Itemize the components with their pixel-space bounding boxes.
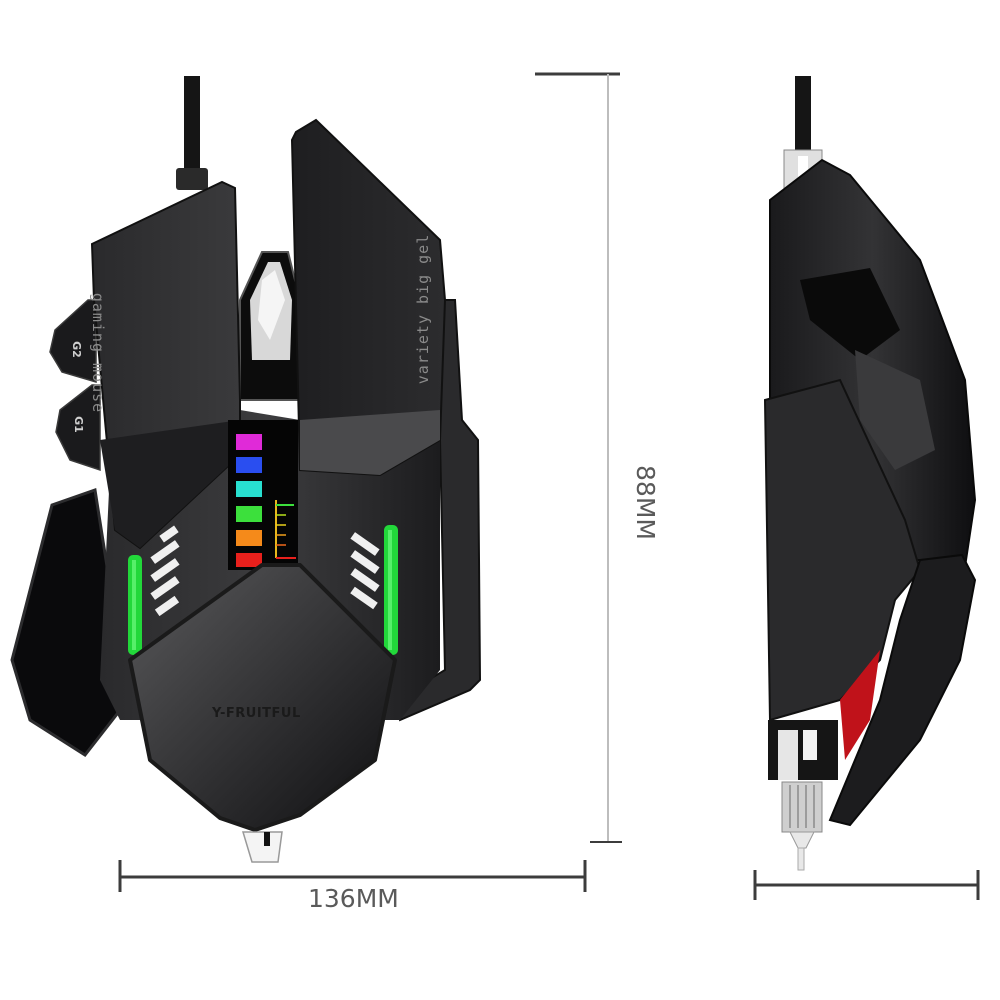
- height-dimension-label: 88MM: [630, 465, 660, 540]
- rgb-led-6: [236, 553, 262, 567]
- left-vent: [150, 525, 180, 617]
- rgb-led-4: [236, 506, 262, 522]
- width-dimension-label: 136MM: [308, 884, 399, 913]
- side-connector: [781, 781, 823, 833]
- usb-cable: [184, 76, 200, 176]
- g2-button-label: G2: [69, 341, 83, 358]
- g2-side-button: [49, 299, 97, 384]
- left-button-print: gaming mouse: [89, 292, 108, 414]
- brand-logo: Y-FRUITFUL: [212, 706, 301, 721]
- rgb-led-1: [236, 434, 262, 450]
- rgb-led-3: [236, 481, 262, 497]
- left-wing-rest: [10, 487, 130, 757]
- right-vent: [350, 532, 380, 610]
- side-usb-cable: [795, 76, 811, 156]
- g1-side-button: [55, 384, 101, 472]
- g1-button-label: G1: [71, 416, 85, 433]
- rgb-led-5: [236, 530, 262, 546]
- rgb-led-2: [236, 457, 262, 473]
- palm-rest: [128, 563, 397, 832]
- side-palm-wing: [828, 553, 977, 827]
- right-button-print: variety big gel: [414, 233, 433, 385]
